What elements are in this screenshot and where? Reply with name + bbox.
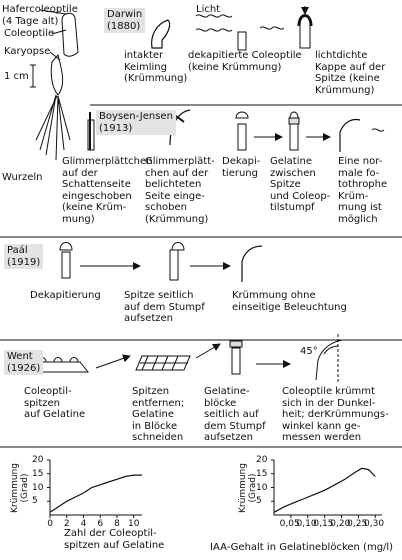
chart1-xtick-label: 2: [63, 519, 70, 529]
chart1-xtick-label: 10: [128, 519, 140, 529]
went-label: Went (1926): [4, 350, 44, 375]
darwin-caption-2: dekapitierte Coleoptile (keine Krümmung): [188, 50, 302, 73]
chart2-ylabel: Krümmung (Grad): [238, 463, 258, 513]
paal-drawings: [59, 242, 263, 282]
went-caption-1: Coleoptil- spitzen auf Gelatine: [24, 386, 86, 420]
boysen-caption-1: Glimmerplättchen auf der Schattenseite e…: [62, 156, 153, 225]
darwin-caption-3: lichtdichte Kappe auf der Spitze (keine …: [315, 50, 386, 96]
label-coleoptile: Coleoptile: [4, 28, 55, 39]
darwin-label: Darwin (1880): [104, 8, 146, 33]
chart1-ytick-label: 20: [32, 455, 44, 465]
oat-seedling: [30, 9, 79, 161]
light-label: Licht: [196, 4, 221, 15]
chart1-line: [49, 474, 142, 513]
chart2-xlabel: IAA-Gehalt in Gelatineblöcken (mg/l): [210, 542, 394, 553]
chart2-ytick-label: 5: [256, 496, 262, 507]
chart2-xtick-label: 0,20: [330, 519, 351, 529]
chart2-line: [273, 467, 376, 513]
chart1-xlabel: Zahl der Coleoptil- spitzen auf Gelatine: [64, 528, 165, 551]
chart2-ytick-label: 10: [256, 482, 268, 493]
went-caption-3: Gelatine- blöcke seitlich auf dem Stumpf…: [204, 386, 266, 443]
label-karyopse: Karyopse: [4, 46, 51, 57]
angle-label: 45°: [300, 346, 318, 357]
chart2-xtick-label: 0,15: [313, 519, 334, 529]
boysen-label: Boysen-Jensen (1913): [96, 110, 176, 135]
darwin-drawings: [151, 6, 313, 51]
chart2-xtick-label: 0,05: [279, 519, 300, 529]
paal-label: Paál (1919): [4, 244, 44, 269]
boysen-caption-2: Glimmerplätt- chen auf der belichteten S…: [145, 156, 215, 225]
boysen-caption-3: Dekapi- tierung: [222, 156, 261, 179]
paal-caption-3: Krümmung ohne einseitige Beleuchtung: [232, 290, 347, 313]
chart1-xtick-label: 4: [80, 519, 87, 529]
darwin-caption-1: intakter Keimling (Krümmung): [124, 50, 188, 84]
scale-bar-label: 1 cm: [4, 71, 29, 82]
chart2-xtick-label: 0,30: [364, 519, 385, 529]
chart1-xtick-label: 8: [114, 519, 120, 529]
chart2-ytick-label: 20: [256, 455, 268, 465]
chart1-ytick-label: 10: [32, 482, 44, 493]
label-roots: Wurzeln: [2, 172, 43, 183]
chart2-xtick-label: 0,10: [296, 519, 317, 529]
chart1-ytick-label: 15: [32, 468, 44, 479]
plant-title-2: (4 Tage alt): [2, 16, 59, 27]
went-caption-2: Spitzen entfernen; Gelatine in Blöcke sc…: [132, 386, 185, 443]
chart1-xtick-label: 6: [97, 519, 104, 529]
chart1-ylabel: Krümmung (Grad): [10, 463, 30, 513]
paal-caption-2: Spitze seitlich auf dem Stumpf aufsetzen: [124, 290, 205, 324]
chart1-ytick-label: 5: [32, 496, 38, 507]
boysen-caption-5: Eine nor- male fo- tothrophe Krüm- mung …: [338, 156, 388, 225]
plant-title-1: Hafercoleoptile: [2, 4, 78, 15]
chart2-ytick-label: 15: [256, 468, 268, 479]
chart2-xtick-label: 0,25: [347, 519, 368, 529]
paal-caption-1: Dekapitierung: [30, 290, 101, 301]
chart2-axes: [273, 460, 382, 516]
boysen-caption-4: Gelatine zwischen Spitze und Coleop- til…: [270, 156, 331, 213]
went-caption-4: Coleoptile krümmt sich in der Dunkel- he…: [282, 386, 389, 443]
chart1-xtick-label: 0: [47, 519, 53, 529]
